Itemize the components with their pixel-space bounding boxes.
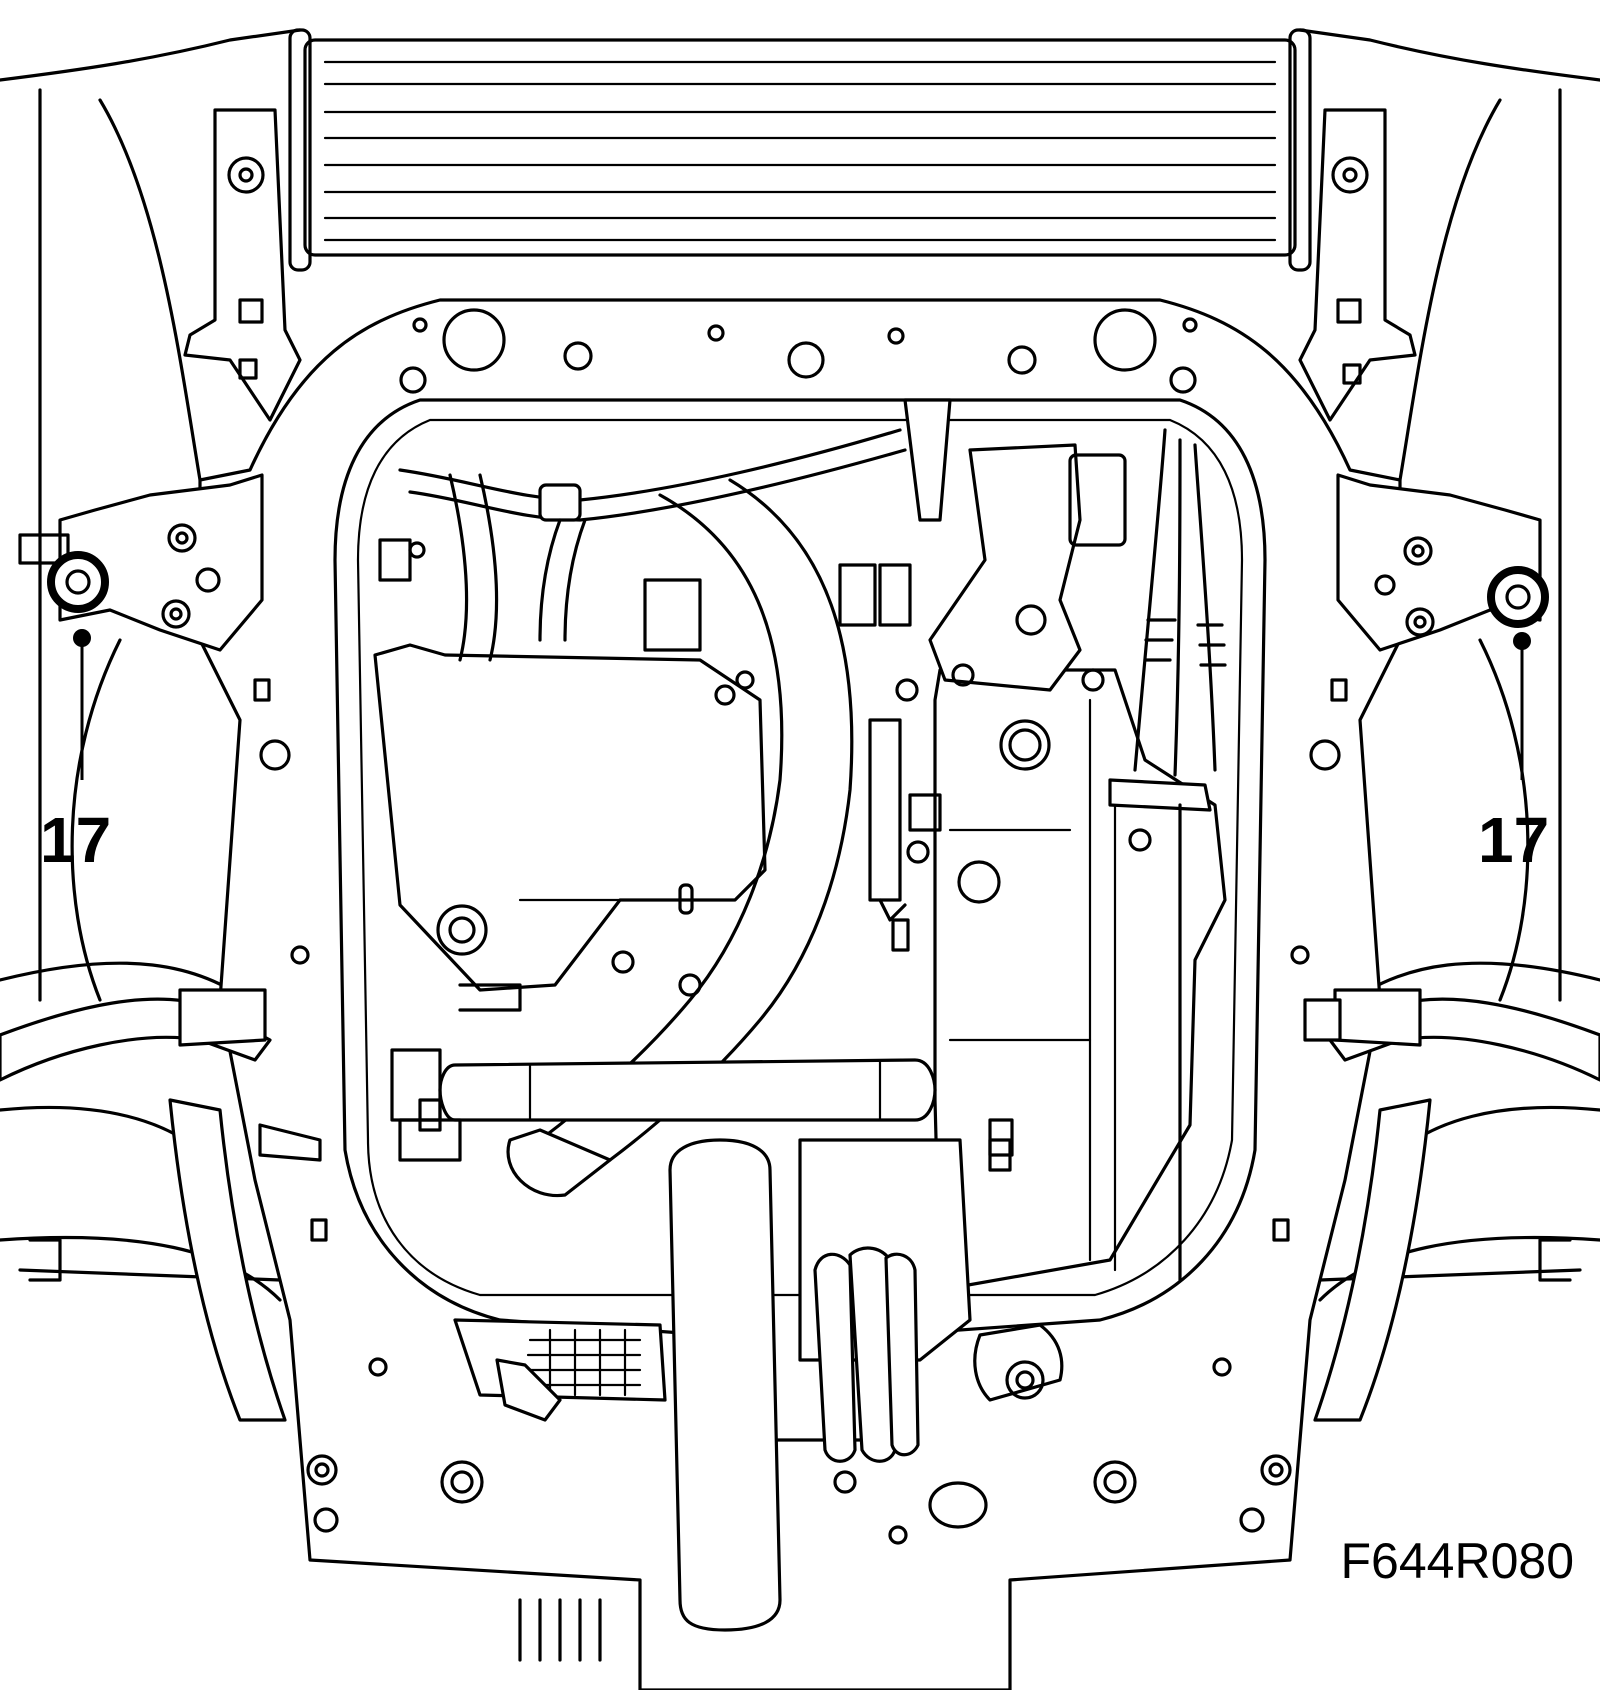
callout-leader-right — [1513, 632, 1531, 780]
radiator-bracket-right — [1298, 108, 1417, 422]
steering-rack — [453, 1318, 667, 1662]
subframe — [198, 298, 1402, 1690]
crossover-pipe — [390, 1048, 937, 1122]
control-arm-right — [1303, 988, 1600, 1422]
oil-pan — [373, 643, 767, 997]
gearshift-cables — [1108, 428, 1227, 812]
callout-label-right: 17 — [1478, 804, 1550, 876]
callout-leader-left — [73, 629, 91, 780]
radiator-bracket-left — [183, 108, 302, 422]
engine-mount-upper — [903, 398, 1127, 692]
rear-engine-mount — [798, 1138, 1064, 1463]
transmission — [933, 536, 1227, 1292]
figure-reference-code: F644R080 — [1340, 1533, 1575, 1589]
exhaust-downpipe — [668, 1138, 782, 1632]
upper-hose — [398, 428, 907, 662]
mount-bolt-left — [47, 551, 109, 613]
control-arm-left — [0, 988, 322, 1422]
radiator — [288, 28, 1312, 272]
engine-components-right — [838, 563, 1182, 1282]
mount-bolt-right — [1487, 566, 1549, 628]
callout-label-left: 17 — [40, 804, 112, 876]
engine-components-left — [378, 538, 755, 1162]
